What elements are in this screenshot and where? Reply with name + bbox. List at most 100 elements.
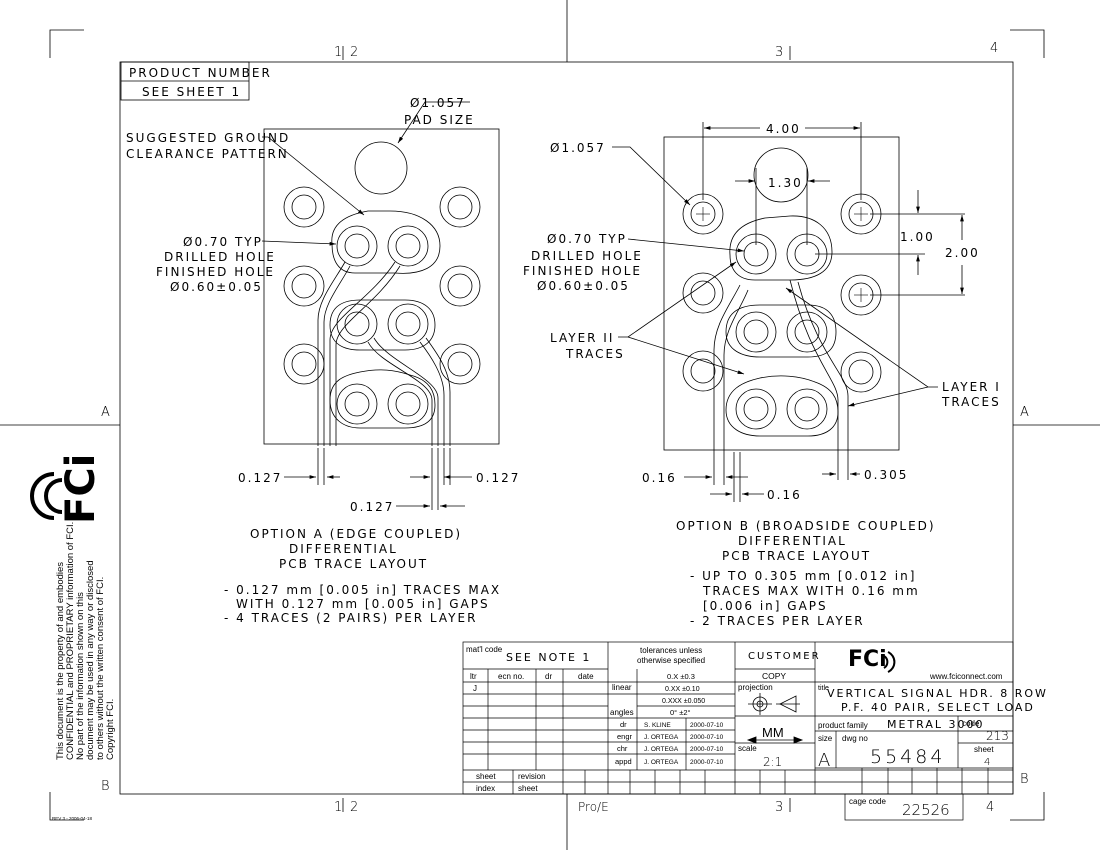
product-number-label: PRODUCT NUMBER bbox=[129, 66, 272, 80]
zone-labels: 1 2 3 4 1 2 3 4 A B A B bbox=[101, 41, 1029, 815]
scale-label: scale bbox=[738, 744, 757, 753]
b-title-1: OPTION B (BROADSIDE COUPLED) bbox=[676, 519, 936, 533]
code-value: 213 bbox=[986, 729, 1009, 743]
tol-header-2: otherwise specified bbox=[637, 656, 705, 665]
option-b-labels: Ø1.057 4.00 1.30 1.00 2.00 Ø0.70 TYP DRI… bbox=[523, 122, 1001, 628]
ground-hole bbox=[840, 351, 882, 393]
tol-linear-label: linear bbox=[612, 683, 632, 692]
size-value: A bbox=[818, 750, 830, 771]
title-line-2: P.F. 40 PAIR, SELECT LOAD bbox=[841, 701, 1035, 714]
signal-pad bbox=[735, 388, 777, 430]
zone-top-4: 4 bbox=[990, 41, 998, 56]
b-dim-b: 0.16 bbox=[767, 488, 802, 502]
copy-label: COPY bbox=[762, 671, 786, 681]
appr-date-dr: 2000-07-10 bbox=[690, 722, 724, 729]
a-hole-2: DRILLED HOLE bbox=[164, 250, 276, 264]
sheet-index-1: sheet bbox=[476, 772, 496, 781]
a-note-1: - 0.127 mm [0.005 in] TRACES MAX bbox=[224, 583, 501, 597]
a-dim-trace-right: 0.127 bbox=[476, 471, 520, 485]
rev-header-date: date bbox=[578, 672, 594, 681]
zone-bottom-2: 2 bbox=[350, 800, 358, 815]
a-dim-gap: 0.127 bbox=[350, 500, 394, 514]
sheet-value: 4 bbox=[984, 757, 990, 768]
zone-top-2: 2 bbox=[350, 45, 358, 60]
conf-line-4: document may be used in any way or discl… bbox=[85, 560, 96, 760]
signal-pad bbox=[387, 303, 429, 345]
appr-date-appd: 2000-07-10 bbox=[690, 759, 724, 766]
signal-pad bbox=[336, 303, 378, 345]
a-ground-label-2: CLEARANCE PATTERN bbox=[126, 147, 289, 161]
conf-line-6: Copyright FCI. bbox=[105, 699, 116, 760]
confidential-notice: This document is the property of and emb… bbox=[55, 522, 116, 760]
a-title-3: PCB TRACE LAYOUT bbox=[279, 557, 428, 571]
b-title-2: DIFFERENTIAL bbox=[738, 534, 847, 548]
ground-hole bbox=[439, 186, 481, 228]
broadside-traces bbox=[713, 279, 849, 452]
appr-role-dr: dr bbox=[620, 720, 627, 729]
fci-logo-left: FCi bbox=[30, 454, 104, 524]
option-a-labels: Ø1.057 PAD SIZE SUGGESTED GROUND CLEARAN… bbox=[126, 96, 520, 625]
appr-role-appd: appd bbox=[615, 757, 632, 766]
product-number-box: PRODUCT NUMBER SEE SHEET 1 bbox=[120, 61, 272, 101]
fci-logo-text: FCi bbox=[58, 454, 104, 524]
appr-date-engr: 2000-07-10 bbox=[690, 734, 724, 741]
b-hole-4: Ø0.60±0.05 bbox=[537, 279, 630, 293]
appr-name-engr: J. ORTEGA bbox=[644, 734, 679, 741]
conf-line-3: No part of the information shown on this bbox=[75, 592, 86, 760]
revision-label: revision bbox=[518, 772, 546, 781]
fci-logo-title-block: FCi bbox=[848, 647, 896, 673]
tol-header-1: tolerances unless bbox=[640, 646, 702, 655]
appr-date-chr: 2000-07-10 bbox=[690, 746, 724, 753]
tol-angles-label: angles bbox=[610, 708, 634, 717]
b-note-4: - 2 TRACES PER LAYER bbox=[690, 614, 865, 628]
a-title-1: OPTION A (EDGE COUPLED) bbox=[250, 527, 462, 541]
product-family-value: METRAL 3000 bbox=[887, 718, 985, 731]
matl-code-label: mat'l code bbox=[466, 645, 503, 654]
b-dim-width: 4.00 bbox=[766, 122, 801, 136]
a-pad-size-label: PAD SIZE bbox=[404, 113, 475, 127]
zone-right-b: B bbox=[1020, 772, 1029, 787]
rev-header-ltr: ltr bbox=[470, 672, 477, 681]
a-hole-3: FINISHED HOLE bbox=[156, 265, 275, 279]
edge-coupled-traces bbox=[317, 261, 451, 446]
title-label: title bbox=[818, 685, 829, 692]
revision-index-grid bbox=[608, 768, 1013, 794]
fci-logo-small-text: FCi bbox=[848, 647, 887, 672]
signal-pad bbox=[786, 311, 828, 353]
b-hole-1: Ø0.70 TYP bbox=[547, 232, 627, 246]
b-dim-pitch: 1.30 bbox=[768, 176, 803, 190]
ground-hole bbox=[682, 272, 724, 314]
a-ground-label-1: SUGGESTED GROUND bbox=[126, 131, 290, 145]
a-title-2: DIFFERENTIAL bbox=[289, 542, 398, 556]
projection-label: projection bbox=[738, 683, 773, 692]
b-hole-2: DRILLED HOLE bbox=[531, 249, 643, 263]
signal-pad bbox=[735, 311, 777, 353]
ground-hole bbox=[682, 350, 724, 392]
option-b-annotations bbox=[612, 122, 965, 502]
conf-line-1: This document is the property of and emb… bbox=[55, 562, 66, 760]
zone-left-a: A bbox=[101, 405, 110, 420]
rev-header-dr: dr bbox=[545, 672, 552, 681]
cage-code-value: 22526 bbox=[902, 801, 950, 819]
b-title-3: PCB TRACE LAYOUT bbox=[722, 549, 871, 563]
b-layer1-2: TRACES bbox=[941, 395, 1001, 409]
cad-label: Pro/E bbox=[578, 800, 609, 814]
appr-role-chr: chr bbox=[617, 744, 628, 753]
tol-xxx: 0.XXX ±0.050 bbox=[662, 698, 705, 705]
b-dim-a: 0.16 bbox=[642, 471, 677, 485]
size-label: size bbox=[818, 734, 833, 743]
a-dim-trace-left: 0.127 bbox=[238, 471, 282, 485]
b-dim-height: 2.00 bbox=[945, 246, 980, 260]
appr-name-chr: J. ORTEGA bbox=[644, 746, 679, 753]
sheet-index-2: index bbox=[476, 784, 495, 793]
signal-pad bbox=[786, 388, 828, 430]
product-family-label: product family bbox=[818, 721, 868, 730]
a-note-2: WITH 0.127 mm [0.005 in] GAPS bbox=[236, 597, 490, 611]
code-label: code bbox=[962, 719, 980, 728]
title-line-1: VERTICAL SIGNAL HDR. 8 ROW bbox=[827, 687, 1048, 700]
signal-pad bbox=[336, 383, 378, 425]
zone-left-b: B bbox=[101, 779, 110, 794]
dwg-no-value: 55484 bbox=[870, 746, 945, 768]
third-angle-projection-icon bbox=[748, 693, 800, 715]
